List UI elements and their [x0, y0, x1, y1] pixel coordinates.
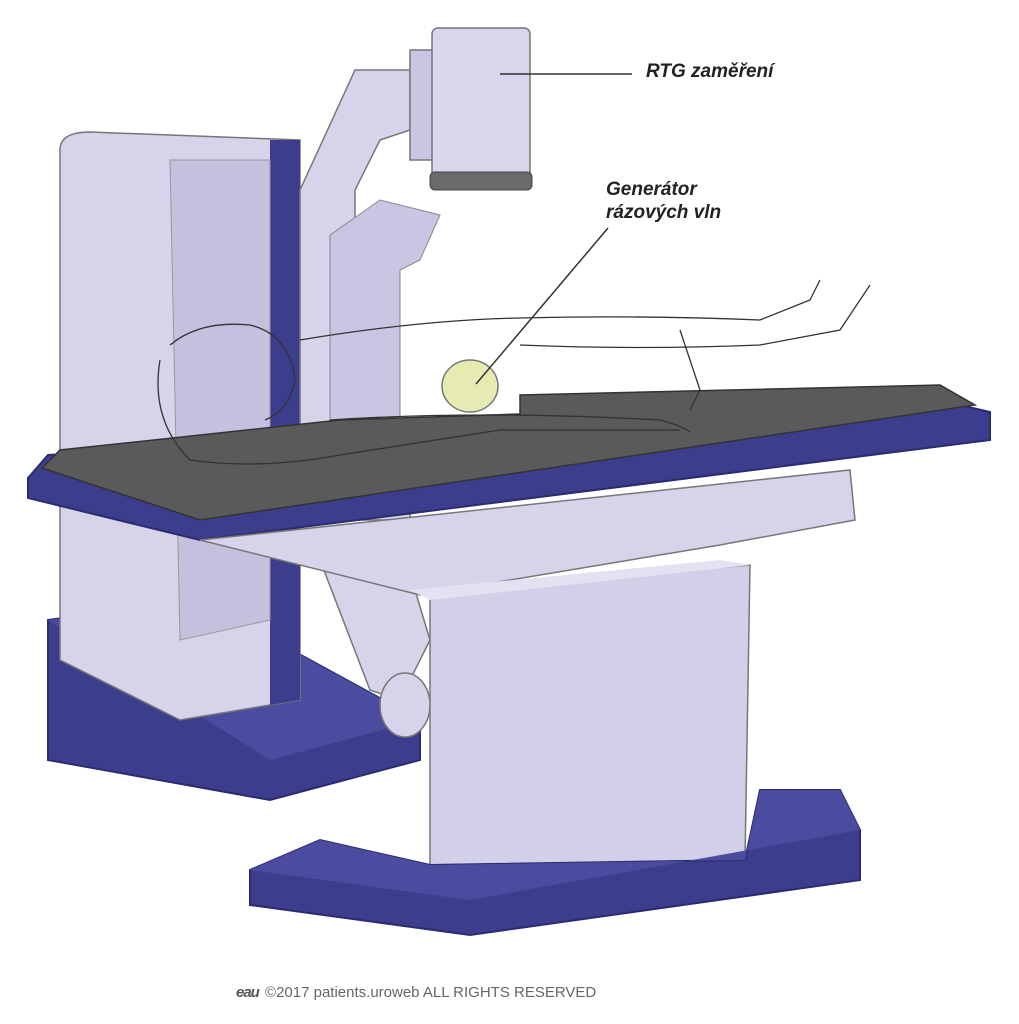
shockwave-generator: [441, 359, 499, 413]
c-arm-inner: [329, 199, 441, 441]
rear-column-panel: [169, 159, 271, 641]
eau-logo: eau: [236, 984, 260, 1001]
generator-leader-line: [475, 227, 609, 385]
front-base-top: [250, 790, 860, 900]
copyright-footer: eau ©2017 patients.uroweb ALL RIGHTS RES…: [236, 984, 596, 1001]
shockwave-generator-label: Generátor rázových vln: [606, 178, 721, 224]
patient-outline: [157, 279, 871, 465]
table-column-top: [410, 560, 750, 600]
shockwave-generator-label-line2: rázových vln: [606, 202, 722, 223]
copyright-text: ©2017 patients.uroweb ALL RIGHTS RESERVE…: [265, 984, 597, 1001]
xray-emitter-ring: [429, 171, 533, 191]
shockwave-generator-label-line1: Generátor: [606, 179, 697, 200]
table-support: [199, 469, 856, 596]
table-column-front: [429, 564, 751, 866]
xray-emitter: [431, 27, 531, 179]
lower-arm-joint: [379, 672, 431, 738]
xray-targeting-label: RTG zaměření: [646, 61, 774, 82]
rear-column-side: [270, 140, 300, 705]
table-top: [40, 384, 978, 521]
